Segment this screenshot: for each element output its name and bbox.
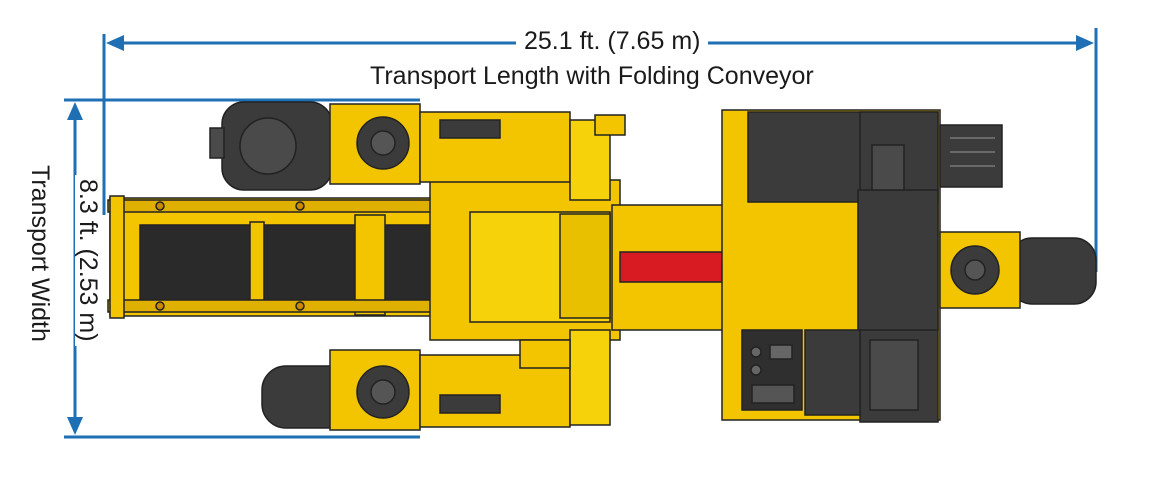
transport-length-value: 25.1 ft. (7.65 m) <box>516 29 709 54</box>
rear-chassis <box>721 109 1003 423</box>
lower-wheel-assembly <box>261 329 611 431</box>
transport-length-caption: Transport Length with Folding Conveyor <box>370 62 814 90</box>
folding-conveyor <box>107 195 479 319</box>
upper-wheel-assembly <box>209 101 626 201</box>
rear-wheel-assembly <box>939 231 1097 309</box>
transport-width-caption: Transport Width <box>26 165 54 342</box>
width-dimension-line <box>64 98 420 439</box>
transport-width-value: 8.3 ft. (2.53 m) <box>74 175 102 346</box>
